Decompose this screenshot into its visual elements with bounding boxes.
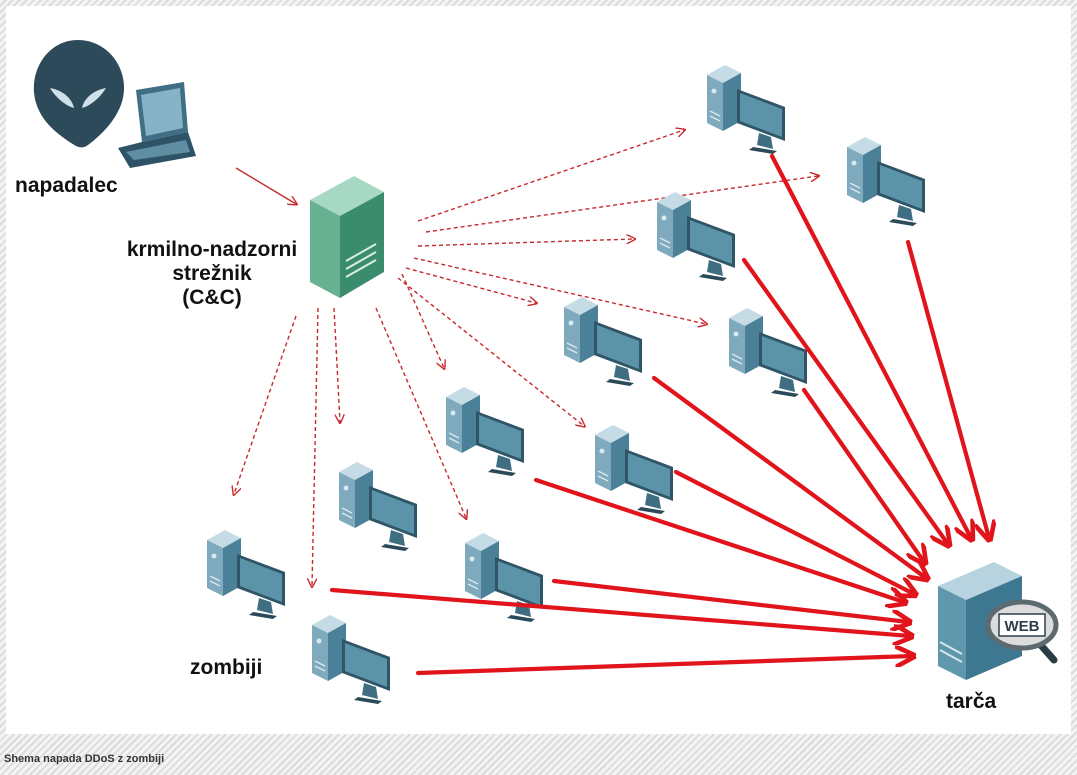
- target-server: WEB: [938, 562, 1059, 680]
- command-arrow: [235, 167, 296, 204]
- command-arrows: [234, 130, 818, 586]
- attack-arrow: [329, 587, 910, 636]
- zombie-computer: [446, 387, 524, 476]
- target-label: tarča: [946, 690, 997, 713]
- attack-arrow: [769, 153, 971, 538]
- command-arrow: [417, 130, 684, 222]
- zombie-computer: [657, 192, 735, 281]
- zombie-computer: [207, 530, 285, 619]
- diagram-canvas: WEB: [33, 40, 1059, 704]
- attack-arrow: [801, 387, 924, 562]
- command-arrow: [417, 239, 634, 247]
- attack-arrow: [533, 477, 904, 602]
- zombie-computer: [847, 137, 925, 226]
- attack-arrow: [673, 469, 914, 594]
- command-arrow: [425, 176, 818, 233]
- zombie-computer: [465, 533, 543, 622]
- command-arrow: [413, 257, 706, 324]
- command-arrow: [375, 307, 466, 518]
- server-tower-icon: [310, 176, 384, 298]
- cc-label-line3: (C&C): [182, 286, 242, 309]
- zombie-computer: [339, 462, 417, 551]
- attacker: [33, 40, 196, 168]
- zombies-label: zombiji: [190, 656, 263, 679]
- attack-arrow: [415, 656, 912, 676]
- attacker-label: napadalec: [15, 174, 118, 197]
- attack-arrows: [329, 153, 989, 676]
- ddos-diagram: WEB napadalec krmilno-nadzorni strežnik …: [6, 6, 1071, 734]
- command-arrow: [234, 315, 297, 494]
- zombie-computer: [707, 65, 785, 154]
- attack-arrow: [651, 375, 926, 578]
- zombie-computer: [312, 615, 390, 704]
- command-arrow: [405, 267, 536, 303]
- zombie-computer: [595, 425, 673, 514]
- cc-server: [310, 176, 384, 298]
- cc-label-line1: krmilno-nadzorni: [126, 238, 298, 261]
- web-badge: WEB: [1005, 618, 1040, 635]
- figure-caption: Shema napada DDoS z zombiji: [4, 753, 165, 765]
- laptop-icon: [118, 82, 196, 168]
- cc-label-line2: strežnik: [172, 262, 252, 285]
- command-arrow: [397, 277, 584, 426]
- zombie-computer: [564, 297, 642, 386]
- attack-arrow: [905, 239, 989, 538]
- zombie-computers: [207, 65, 925, 704]
- magnifier-icon: WEB: [985, 599, 1059, 664]
- command-arrow: [312, 307, 319, 586]
- cc-server-label: krmilno-nadzorni strežnik (C&C): [114, 238, 310, 310]
- attack-arrow: [741, 257, 948, 544]
- command-arrow: [333, 307, 340, 422]
- command-arrow: [401, 273, 444, 368]
- zombie-computer: [729, 308, 807, 397]
- alien-head-icon: [33, 40, 125, 148]
- attack-arrow: [551, 578, 908, 622]
